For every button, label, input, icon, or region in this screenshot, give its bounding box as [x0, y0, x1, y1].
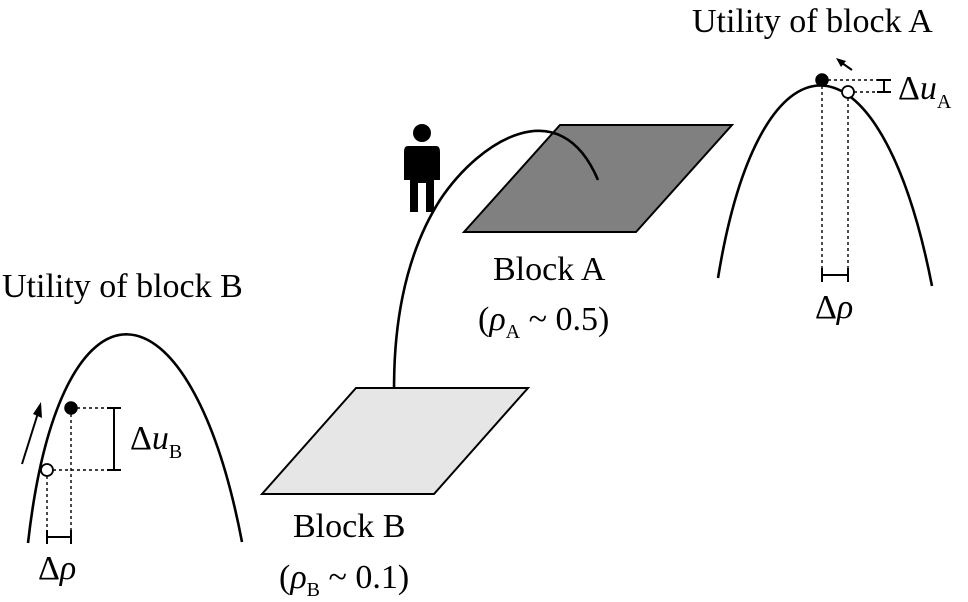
utility-b-delta-rho-bracket — [46, 530, 72, 544]
block-a-density: (ρA ~ 0.5) — [478, 301, 609, 343]
utility-a-curve — [716, 84, 934, 287]
utility-b-delta-u-label: ΔuB — [130, 420, 182, 463]
block-b-parallelogram — [259, 387, 531, 495]
utility-a-open-point — [841, 85, 855, 99]
utility-a-filled-point — [815, 73, 829, 87]
utility-a-panel: Utility of block A ΔuA Δ — [692, 3, 952, 326]
utility-b-panel: Utility of block B ΔuB Δρ — [2, 268, 244, 587]
block-b-label: Block B — [293, 508, 405, 545]
utility-b-delta-rho-label: Δρ — [38, 550, 76, 587]
utility-b-direction-arrow — [21, 402, 42, 465]
utility-a-delta-rho-label: Δρ — [815, 289, 853, 326]
utility-a-direction-arrow — [836, 58, 853, 71]
utility-b-title: Utility of block B — [2, 268, 243, 305]
utility-a-title: Utility of block A — [692, 3, 933, 40]
block-b-density: (ρB ~ 0.1) — [279, 559, 409, 601]
person-silhouette-icon — [404, 124, 440, 212]
utility-b-filled-point — [64, 401, 78, 415]
utility-b-curve — [26, 333, 244, 544]
block-a: Block A (ρA ~ 0.5) — [461, 124, 735, 343]
block-b: Block B (ρB ~ 0.1) — [259, 387, 531, 601]
utility-a-delta-u-bracket — [877, 79, 891, 93]
utility-a-delta-rho-bracket — [821, 268, 849, 282]
utility-b-delta-u-bracket — [107, 407, 121, 471]
block-a-label: Block A — [493, 251, 606, 288]
utility-b-open-point — [40, 463, 54, 477]
utility-a-delta-u-label: ΔuA — [898, 70, 952, 113]
